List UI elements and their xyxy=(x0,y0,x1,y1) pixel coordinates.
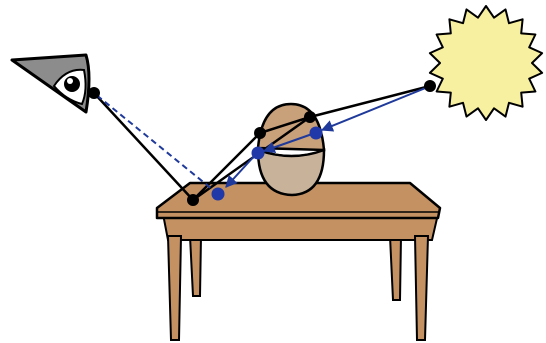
light-dot xyxy=(310,127,323,140)
eye-icon xyxy=(12,55,89,112)
vertex-dot-eye xyxy=(88,87,100,99)
table-leg-back-left xyxy=(190,236,201,296)
light-connection-dashed xyxy=(94,93,218,194)
table-leg-front-right xyxy=(415,236,428,340)
table-leg-back-right xyxy=(390,236,401,300)
table-icon xyxy=(157,183,440,340)
vertex-dot-egg-right xyxy=(304,111,316,123)
vertex-dot-egg-left xyxy=(254,127,266,139)
light-dot xyxy=(252,147,265,160)
vertex-dot-sun xyxy=(424,80,436,92)
sun-icon xyxy=(430,6,542,120)
table-leg-front-left xyxy=(168,236,181,340)
path-segment xyxy=(94,93,193,200)
sun-disc xyxy=(446,23,526,103)
light-dot xyxy=(212,188,225,201)
vertex-dot-table xyxy=(187,194,199,206)
eye-iris xyxy=(64,76,80,92)
light-ray xyxy=(322,87,428,130)
eye-glint xyxy=(67,78,73,84)
path-segment xyxy=(310,86,430,117)
